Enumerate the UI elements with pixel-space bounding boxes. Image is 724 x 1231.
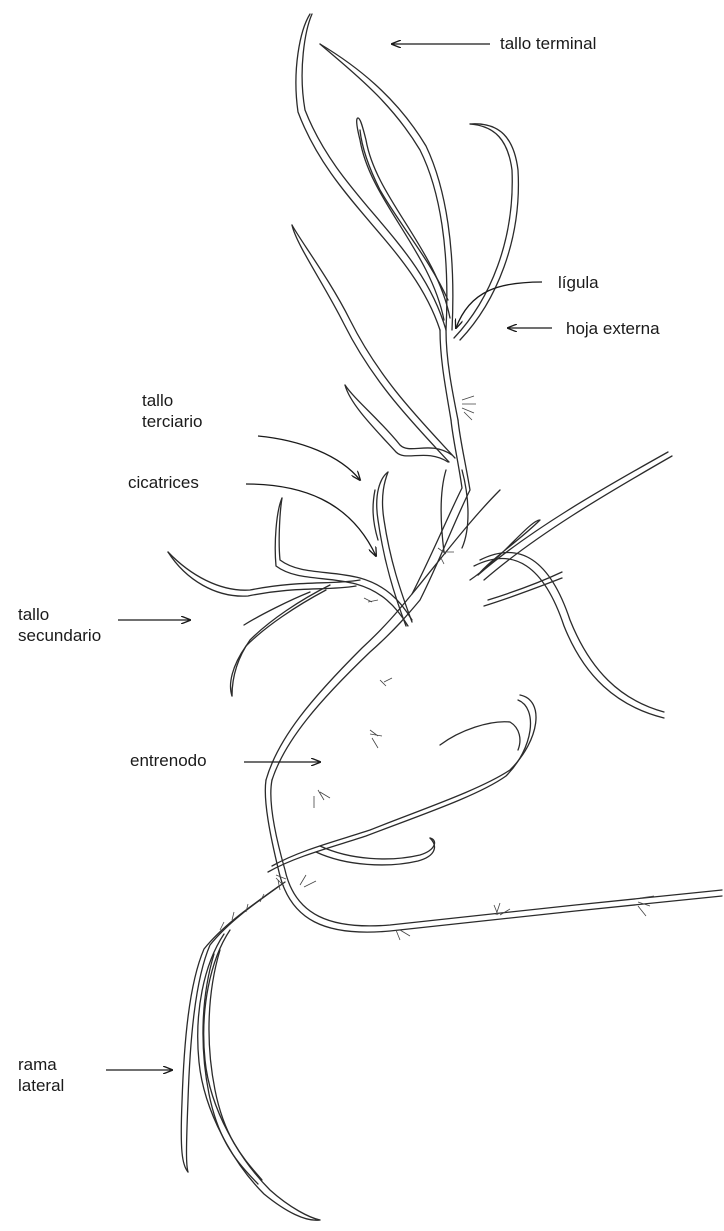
terminal-leaves [296,14,518,340]
label-tallo-terminal: tallo terminal [500,33,596,54]
label-tallo-terciario: tallo terciario [142,390,202,432]
label-cicatrices: cicatrices [128,472,199,493]
label-rama-lateral: rama lateral [18,1054,64,1096]
label-tallo-secundario: tallo secundario [18,604,101,646]
label-hoja-externa: hoja externa [566,318,660,339]
loop-leaf [268,695,536,872]
right-branch [412,452,672,718]
label-entrenodo: entrenodo [130,750,207,771]
label-ligula: lígula [558,272,599,293]
middle-leaves [292,225,468,552]
arrow-tallo-terciario [258,436,360,480]
secondary-stem [168,472,412,696]
lateral-branch [181,882,320,1220]
root-tufts [220,396,654,940]
arrow-cicatrices [246,484,376,556]
